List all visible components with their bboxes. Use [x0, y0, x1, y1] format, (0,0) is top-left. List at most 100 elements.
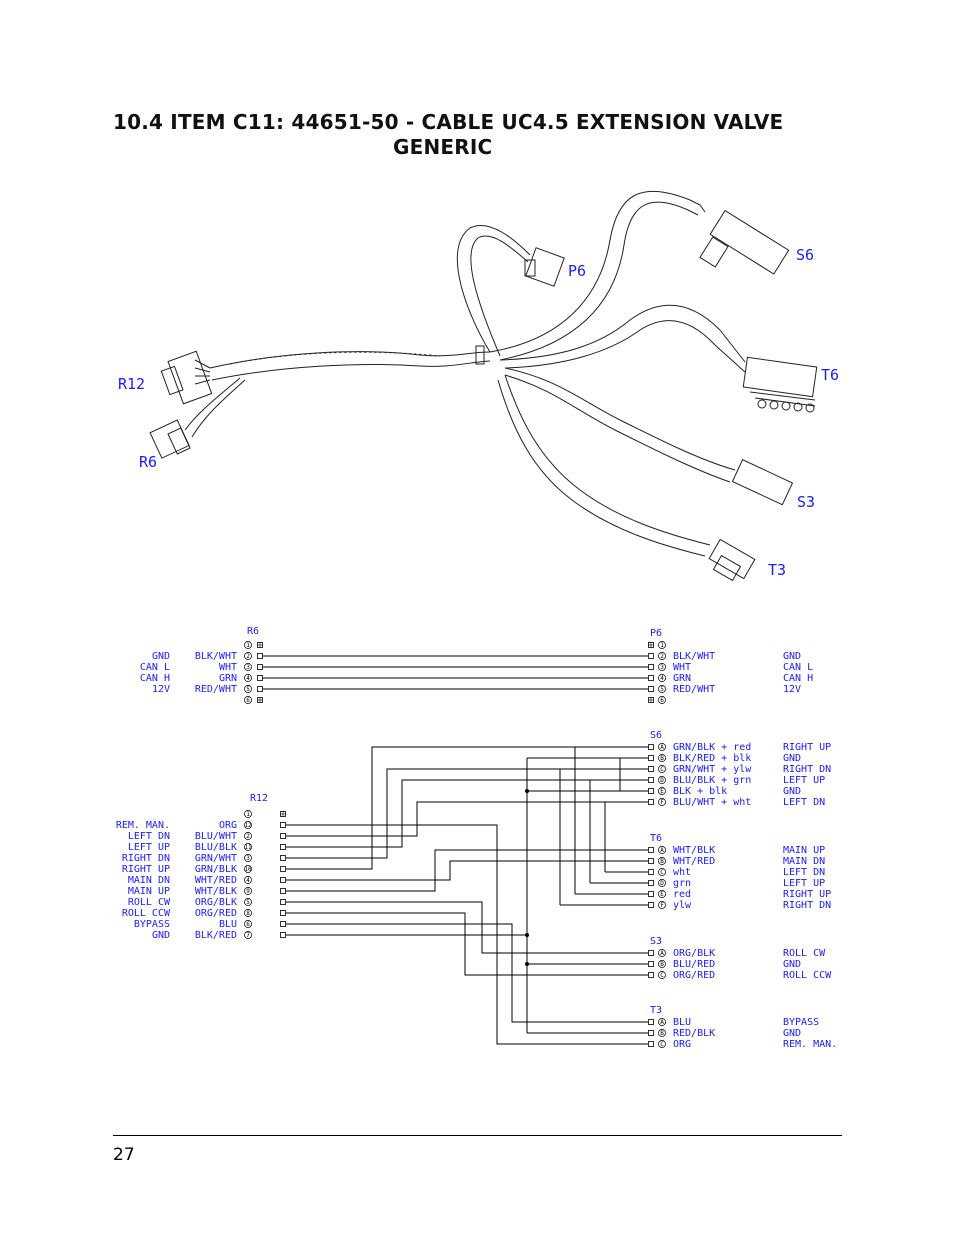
terminal	[648, 766, 654, 772]
wire-color: GRN	[673, 673, 691, 684]
pin-marker: 2	[244, 832, 252, 840]
wire-color: BLU/BLK + grn	[673, 775, 751, 786]
signal-name: 12V	[152, 684, 170, 695]
pin-marker: C	[658, 765, 666, 773]
pin-marker: C	[658, 868, 666, 876]
pin-number: A	[660, 950, 664, 957]
pin-number: 11	[244, 844, 252, 851]
pin-row: 6	[244, 696, 263, 704]
terminal	[648, 950, 654, 956]
pin-row: 1	[244, 810, 286, 818]
signal-name: ROLL CW	[783, 948, 826, 959]
pin-number: 1	[246, 811, 250, 818]
pin-number: C	[660, 972, 664, 979]
signal-name: ROLL CW	[128, 897, 171, 908]
terminal	[648, 869, 654, 875]
signal-name: MAIN DN	[128, 875, 170, 886]
pin-number: 5	[246, 899, 250, 906]
terminal	[280, 855, 286, 861]
pin-number: C	[660, 869, 664, 876]
terminal	[648, 653, 654, 659]
pin-marker: 1	[658, 641, 666, 649]
terminal	[280, 932, 286, 938]
terminal	[280, 844, 286, 850]
pin-marker: F	[658, 901, 666, 909]
signal-name: LEFT DN	[783, 797, 825, 808]
wiring-lines	[263, 655, 648, 1045]
terminal	[280, 877, 286, 883]
illustration-labels: R12 R6 P6 S6 T6 S3 T3	[118, 246, 839, 579]
wire-color: GRN/WHT + ylw	[673, 764, 752, 775]
pin-number: A	[660, 847, 664, 854]
pin-marker: E	[658, 890, 666, 898]
signal-name: RIGHT UP	[783, 742, 831, 753]
wire-color: ORG/RED	[673, 970, 715, 981]
pin-number: B	[660, 1030, 664, 1037]
terminal	[280, 910, 286, 916]
wire-color: GRN/WHT	[195, 853, 237, 864]
signal-name: RIGHT DN	[783, 764, 831, 775]
illus-label-r6: R6	[139, 453, 157, 471]
terminal	[648, 675, 654, 681]
wire-color: RED/BLK	[673, 1028, 715, 1039]
signal-name: GND	[783, 753, 801, 764]
illus-label-p6: P6	[568, 262, 586, 280]
wire-color: red	[673, 889, 691, 900]
wire-color: BLK/WHT	[195, 651, 237, 662]
terminal	[280, 888, 286, 894]
wire-color: BLK/RED	[195, 930, 237, 941]
signal-name: REM. MAN.	[116, 820, 170, 831]
pin-marker: C	[658, 1040, 666, 1048]
pin-number: 2	[660, 653, 664, 660]
signal-name: GND	[152, 930, 170, 941]
illus-label-r12: R12	[118, 375, 145, 393]
signal-name: GND	[783, 651, 801, 662]
pin-marker: D	[658, 879, 666, 887]
pin-marker: 3	[658, 663, 666, 671]
pin-number: 4	[660, 675, 664, 682]
pin-marker: 8	[244, 909, 252, 917]
signal-name: CAN H	[140, 673, 170, 684]
pin-marker: 4	[244, 876, 252, 884]
pin-number: 5	[660, 686, 664, 693]
terminal	[648, 799, 654, 805]
signal-name: ROLL CCW	[783, 970, 832, 981]
terminal	[280, 833, 286, 839]
illus-label-s6: S6	[796, 246, 814, 264]
pin-marker: B	[658, 1029, 666, 1037]
signal-name: LEFT UP	[783, 775, 825, 786]
pin-marker: 3	[244, 663, 252, 671]
pin-marker: 6	[244, 696, 252, 704]
signal-name: RIGHT DN	[783, 900, 831, 911]
wire-color: BLK + blk	[673, 786, 727, 797]
pin-marker: A	[658, 846, 666, 854]
cable-illustration	[149, 190, 818, 582]
section-title: 10.4 ITEM C11: 44651-50 - CABLE UC4.5 EX…	[113, 110, 783, 159]
pin-number: 3	[246, 855, 250, 862]
wire-color: WHT/BLK	[195, 886, 237, 897]
pin-number: 1	[660, 642, 664, 649]
wire-color: BLK/WHT	[673, 651, 715, 662]
terminal	[648, 686, 654, 692]
terminal	[257, 653, 263, 659]
terminal	[648, 902, 654, 908]
signal-name: LEFT UP	[783, 878, 825, 889]
